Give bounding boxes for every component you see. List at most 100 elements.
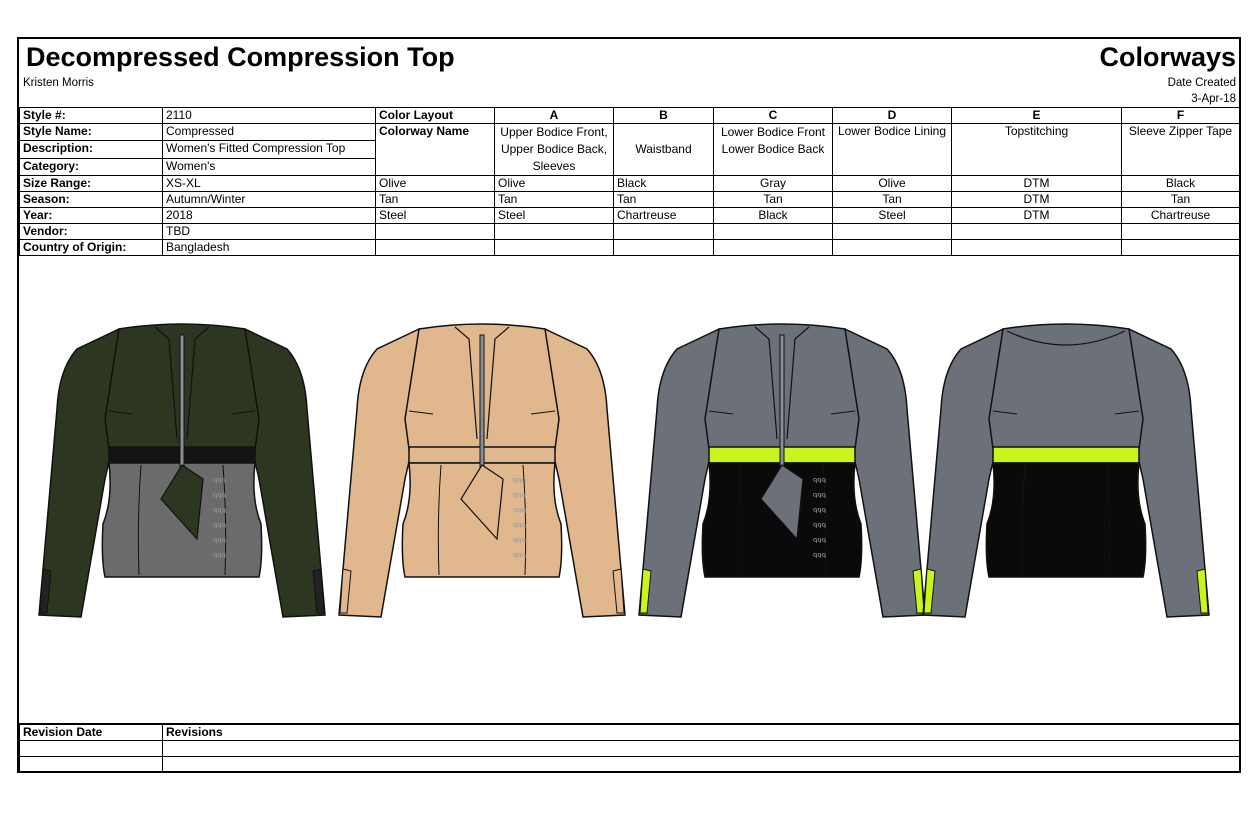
part-name: Lower Bodice Lining [832,123,952,176]
table-row: Revision Date Revisions [19,723,1240,741]
hook-eye-mark: ᑫᑫᑫ [513,553,526,560]
revision-date-header: Revision Date [19,723,163,741]
left-sleeve-zipper-tape [639,568,652,614]
lining-flap [160,464,204,541]
colorway-name-label: Colorway Name [375,123,495,176]
hook-eye-mark: ᑫᑫᑫ [213,523,226,530]
table-row: Year: 2018 Steel Steel Chartreuse Black … [19,207,1240,224]
spec-label: Description: [19,140,163,159]
spec-value: 2018 [162,207,376,224]
empty-cell [951,223,1122,240]
colorway-cell: Gray [713,175,833,192]
left-sleeve-zipper-tape [39,568,52,614]
hook-eye-mark: ᑫᑫᑫ [213,478,226,485]
bust-dart [992,410,1140,415]
spec-value: Autumn/Winter [162,191,376,208]
spec-label: Size Range: [19,175,163,192]
spec-label: Vendor: [19,223,163,240]
colorway-cell: Black [613,175,714,192]
table-row [19,740,1240,757]
hook-eye-mark: ᑫᑫᑫ [213,508,226,515]
princess-seam [822,464,827,576]
upper-bodice [988,323,1144,450]
column-header: B [613,107,714,124]
hook-eye-mark: ᑫᑫᑫ [813,538,826,545]
sketch-area: ᑫᑫᑫ ᑫᑫᑫ ᑫᑫᑫ ᑫᑫᑫ ᑫᑫᑫ ᑫᑫᑫ ᑫᑫᑫ ᑫᑫᑫ ᑫᑫᑫ ᑫᑫᑫ ᑫᑫᑫ ᑫᑫᑫ ᑫᑫ… [19,269,1239,727]
part-name: Waistband [613,123,714,176]
lining-flap [460,464,504,541]
back-neckline [1006,330,1126,346]
colorway-cell: Tan [832,191,952,208]
left-sleeve [922,327,1006,618]
colorway-cell: Steel [832,207,952,224]
collar-line [154,326,210,440]
right-sleeve-zipper-tape [312,568,325,614]
spec-label: Country of Origin: [19,239,163,256]
spec-value: 2110 [162,107,376,124]
right-sleeve-zipper-tape [912,568,925,614]
part-name: Sleeve Zipper Tape [1121,123,1240,176]
princess-seam [137,464,142,576]
revisions-table: Revision Date Revisions [19,723,1240,773]
spec-table: Style #: 2110 Color Layout A B C D E F S… [19,107,1240,256]
date-created-label: Date Created [1167,77,1236,89]
princess-seam [437,464,442,576]
colorway-cell: DTM [951,191,1122,208]
colorway-cell: Tan [713,191,833,208]
table-row: Style #: 2110 Color Layout A B C D E F [19,107,1240,124]
empty-cell [375,223,495,240]
revisions-header: Revisions [162,723,1240,741]
empty-cell [1121,239,1240,256]
colorway-cell: DTM [951,207,1122,224]
princess-seam [1021,464,1026,576]
hook-eye-mark: ᑫᑫᑫ [513,538,526,545]
bust-dart [408,410,556,415]
column-header: E [951,107,1122,124]
author-name: Kristen Morris [23,77,94,89]
hook-eye-mark: ᑫᑫᑫ [213,553,226,560]
jacket-sketch-olive-front: ᑫᑫᑫ ᑫᑫᑫ ᑫᑫᑫ ᑫᑫᑫ ᑫᑫᑫ ᑫᑫᑫ [38,323,326,618]
empty-cell [162,756,1240,773]
empty-cell [613,239,714,256]
column-header: A [494,107,614,124]
table-row: Season: Autumn/Winter Tan Tan Tan Tan Ta… [19,191,1240,208]
colorway-cell: Olive [832,175,952,192]
part-name: Upper Bodice Front, Upper Bodice Back, S… [494,123,614,176]
hook-eye-mark: ᑫᑫᑫ [813,478,826,485]
table-row: Vendor: TBD [19,223,1240,240]
empty-cell [951,239,1122,256]
colorway-cell: Chartreuse [1121,207,1240,224]
left-sleeve [38,327,122,618]
colorway-cell: Tan [613,191,714,208]
lining-flap [760,464,804,541]
spec-value: Women's [162,157,376,177]
right-sleeve [542,327,626,618]
right-sleeve-zipper-tape [1196,568,1209,614]
bust-dart [708,410,856,415]
part-name: Lower Bodice Front Lower Bodice Back [713,123,833,176]
color-layout-label: Color Layout [375,107,495,124]
center-front-zipper [179,334,185,470]
colorway-name: Olive [375,175,495,192]
colorway-name: Tan [375,191,495,208]
hook-eye-mark: ᑫᑫᑫ [213,538,226,545]
hook-eye-mark: ᑫᑫᑫ [213,493,226,500]
spec-value: XS-XL [162,175,376,192]
princess-seam [222,464,227,576]
spec-label: Style #: [19,107,163,124]
date-created-value: 3-Apr-18 [1191,93,1236,105]
empty-cell [1121,223,1240,240]
table-row: Category: Women's [19,157,1240,177]
hook-eye-mark: ᑫᑫᑫ [813,493,826,500]
center-front-zipper [479,334,485,470]
spec-sheet: Decompressed Compression Top Kristen Mor… [17,37,1241,773]
left-sleeve-zipper-tape [923,568,936,614]
table-row: Country of Origin: Bangladesh [19,239,1240,256]
colorway-cell: Black [1121,175,1240,192]
hook-eye-mark: ᑫᑫᑫ [513,493,526,500]
empty-cell [19,756,163,773]
spec-label: Style Name: [19,122,163,142]
right-sleeve [842,327,926,618]
collar-line [754,326,810,440]
